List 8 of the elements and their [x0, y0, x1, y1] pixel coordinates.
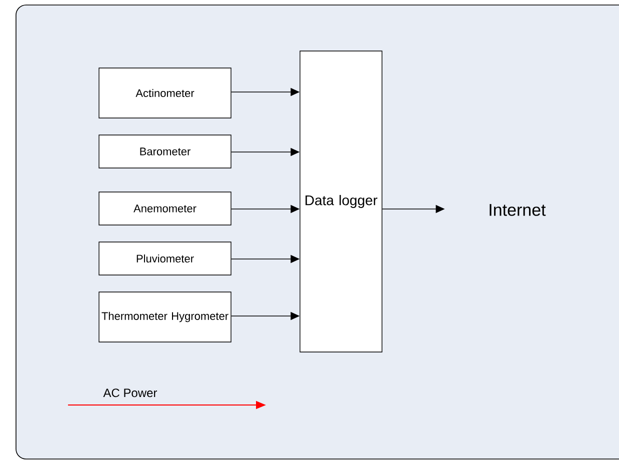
logger-box: Data logger [300, 50, 382, 352]
sensor-box: Thermometer Hygrometer [98, 292, 232, 342]
legend-label: AC Power [103, 388, 157, 398]
sensor-box: Anemometer [98, 192, 232, 226]
sensor-box: Actinometer [98, 68, 232, 118]
sensor-box: Barometer [98, 134, 232, 168]
sensor-box: Pluviometer [98, 242, 232, 276]
node-label: Internet [490, 204, 546, 216]
